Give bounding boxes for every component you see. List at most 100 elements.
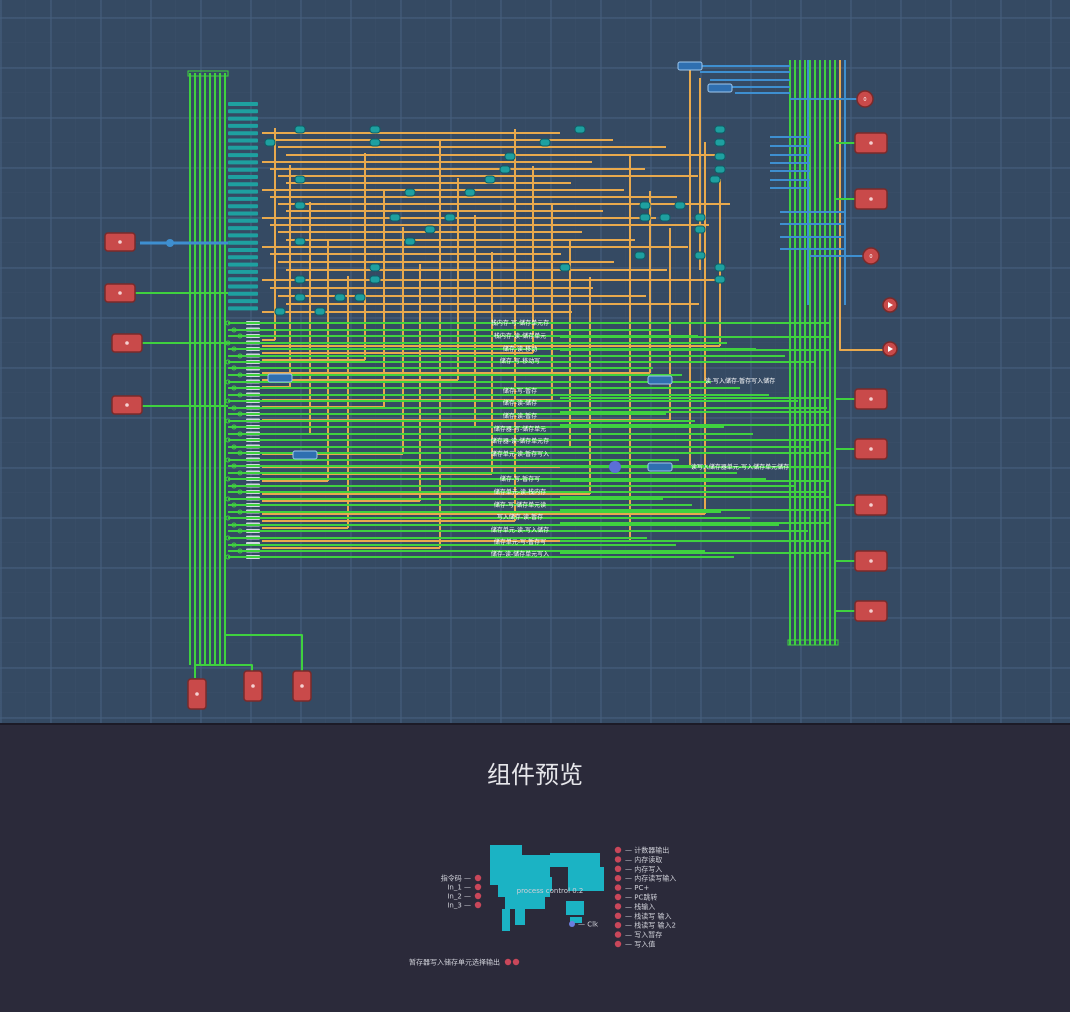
gate[interactable] bbox=[228, 138, 258, 143]
logic-gate[interactable] bbox=[499, 165, 511, 174]
register-component[interactable] bbox=[292, 450, 318, 460]
logic-gate[interactable] bbox=[274, 307, 286, 316]
gate[interactable] bbox=[228, 226, 258, 231]
gate[interactable] bbox=[228, 109, 258, 114]
logic-gate[interactable] bbox=[574, 125, 586, 134]
wire-joint bbox=[231, 346, 237, 352]
logic-gate[interactable] bbox=[404, 188, 416, 197]
value-output[interactable] bbox=[856, 90, 874, 108]
gate[interactable] bbox=[228, 211, 258, 216]
logic-gate[interactable] bbox=[264, 138, 276, 147]
wire-joint bbox=[225, 554, 231, 560]
wire-label: 储存-读-储存单元写入 bbox=[491, 550, 549, 558]
gate[interactable] bbox=[228, 131, 258, 136]
gate[interactable] bbox=[228, 182, 258, 187]
logic-gate[interactable] bbox=[694, 225, 706, 234]
logic-gate[interactable] bbox=[559, 263, 571, 272]
logic-gate[interactable] bbox=[294, 293, 306, 302]
logic-gate[interactable] bbox=[694, 251, 706, 260]
gate[interactable] bbox=[228, 196, 258, 201]
gate[interactable] bbox=[228, 248, 258, 252]
logic-gate[interactable] bbox=[369, 263, 381, 272]
gate[interactable] bbox=[228, 269, 258, 274]
logic-gate[interactable] bbox=[294, 175, 306, 184]
gate[interactable] bbox=[228, 233, 258, 238]
wire-label: 储存-读-暂存 bbox=[503, 412, 537, 420]
gate[interactable] bbox=[228, 299, 258, 304]
logic-gate[interactable] bbox=[714, 152, 726, 161]
logic-gate[interactable] bbox=[639, 201, 651, 210]
gate[interactable] bbox=[228, 240, 258, 245]
logic-gate[interactable] bbox=[714, 275, 726, 284]
gate[interactable] bbox=[228, 175, 258, 179]
logic-gate[interactable] bbox=[674, 201, 686, 210]
register-component[interactable] bbox=[267, 373, 293, 383]
pin-marker bbox=[869, 397, 873, 401]
gate[interactable] bbox=[228, 145, 258, 150]
wire-joint bbox=[225, 398, 231, 404]
port-label: — 内存读写输入 bbox=[625, 874, 676, 883]
gate[interactable] bbox=[228, 160, 258, 165]
logic-gate[interactable] bbox=[464, 188, 476, 197]
gate[interactable] bbox=[228, 204, 258, 209]
logic-gate[interactable] bbox=[314, 307, 326, 316]
gate[interactable] bbox=[228, 167, 258, 172]
wire-label: 栈内存-读-储存单元 bbox=[494, 332, 546, 340]
gate[interactable] bbox=[228, 153, 258, 158]
logic-gate[interactable] bbox=[484, 175, 496, 184]
logic-gate[interactable] bbox=[294, 275, 306, 284]
port-dot bbox=[614, 884, 622, 891]
logic-gate[interactable] bbox=[354, 293, 366, 302]
value-output[interactable] bbox=[862, 247, 880, 265]
logic-gate[interactable] bbox=[294, 237, 306, 246]
gate[interactable] bbox=[228, 116, 258, 121]
gate[interactable] bbox=[228, 218, 258, 223]
port-label: In_2 — bbox=[447, 893, 471, 901]
logic-gate[interactable] bbox=[714, 263, 726, 272]
circuit-canvas[interactable]: 栈内存-写-储存单元存栈内存-读-储存单元储存-读-移动储存-写-移动写储存-写… bbox=[0, 0, 1070, 723]
gate[interactable] bbox=[228, 291, 258, 296]
logic-gate[interactable] bbox=[714, 165, 726, 174]
logic-gate[interactable] bbox=[539, 138, 551, 147]
wire-label: 储存器-读-储存单元存 bbox=[491, 437, 549, 445]
logic-gate[interactable] bbox=[634, 251, 646, 260]
logic-gate[interactable] bbox=[369, 138, 381, 147]
gate[interactable] bbox=[228, 277, 258, 282]
pin-marker bbox=[869, 609, 873, 613]
logic-gate[interactable] bbox=[714, 125, 726, 134]
gate[interactable] bbox=[228, 284, 258, 289]
wire-label: 储存单元-读-写入储存 bbox=[491, 526, 549, 534]
logic-gate[interactable] bbox=[444, 213, 456, 222]
component-body bbox=[570, 917, 582, 923]
logic-gate[interactable] bbox=[294, 125, 306, 134]
gate[interactable] bbox=[228, 123, 258, 128]
logic-gate[interactable] bbox=[714, 138, 726, 147]
port-dot bbox=[614, 903, 622, 910]
register-component[interactable] bbox=[677, 61, 703, 71]
logic-gate[interactable] bbox=[694, 213, 706, 222]
pin-marker bbox=[300, 684, 304, 688]
logic-gate[interactable] bbox=[504, 152, 516, 161]
logic-gate[interactable] bbox=[639, 213, 651, 222]
gate[interactable] bbox=[228, 255, 258, 260]
gate[interactable] bbox=[228, 306, 258, 311]
logic-gate[interactable] bbox=[424, 225, 436, 234]
port-label: — 栈读写 输入 bbox=[625, 911, 671, 920]
register-component[interactable] bbox=[647, 375, 673, 385]
logic-gate[interactable] bbox=[709, 175, 721, 184]
gate[interactable] bbox=[228, 102, 258, 106]
register-component[interactable] bbox=[647, 462, 673, 472]
gate[interactable] bbox=[228, 189, 258, 194]
wire-joint bbox=[231, 502, 237, 508]
register-component[interactable] bbox=[707, 83, 733, 93]
gate[interactable] bbox=[228, 262, 258, 267]
logic-gate[interactable] bbox=[404, 237, 416, 246]
logic-gate[interactable] bbox=[389, 213, 401, 222]
logic-gate[interactable] bbox=[659, 213, 671, 222]
logic-gate[interactable] bbox=[334, 293, 346, 302]
logic-gate[interactable] bbox=[294, 201, 306, 210]
logic-gate[interactable] bbox=[369, 275, 381, 284]
clock-node[interactable] bbox=[609, 461, 621, 473]
circuit-diagram[interactable]: 栈内存-写-储存单元存栈内存-读-储存单元储存-读-移动储存-写-移动写储存-写… bbox=[0, 0, 1070, 723]
logic-gate[interactable] bbox=[369, 125, 381, 134]
